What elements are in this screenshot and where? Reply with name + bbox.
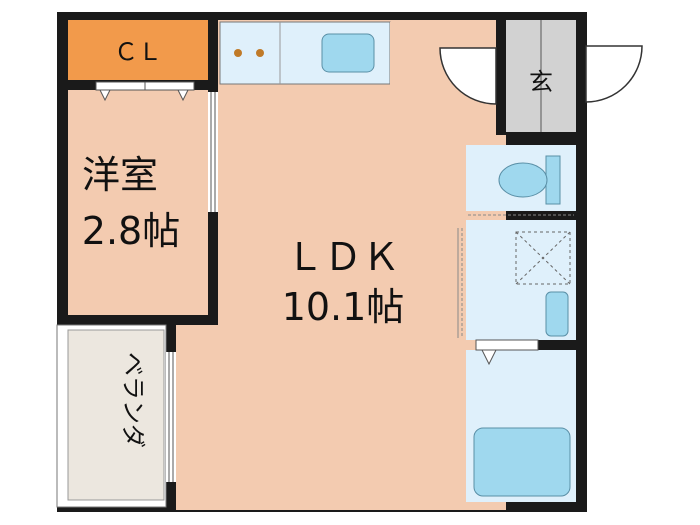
kitchen-counter — [219, 21, 391, 85]
ldk-name: ＬＤＫ — [286, 235, 400, 279]
western-room — [68, 90, 208, 315]
balcony-label: ベランダ — [119, 352, 147, 448]
entrance — [506, 20, 576, 132]
washer-space-icon — [515, 231, 571, 285]
wash-basin-icon — [545, 291, 569, 337]
entrance-door-swing — [439, 45, 643, 105]
washroom-door — [457, 228, 463, 338]
stove-burner-icon — [234, 49, 242, 57]
western-room-size: 2.8帖 — [82, 209, 180, 253]
western-room-name: 洋室 — [82, 153, 158, 197]
bathroom — [466, 339, 576, 502]
closet-label: ＣＬ — [114, 38, 162, 66]
washroom — [466, 220, 576, 340]
bath-door-icon — [481, 349, 497, 366]
toilet-bowl-icon — [498, 162, 548, 198]
western-room-window — [208, 92, 218, 212]
ldk-size: 10.1帖 — [282, 285, 405, 329]
bathtub-icon — [473, 427, 571, 497]
toilet-room — [466, 145, 576, 211]
closet-doors — [95, 81, 195, 102]
balcony — [56, 324, 167, 508]
entrance-label: 玄 — [529, 68, 553, 96]
toilet-tank-icon — [545, 155, 561, 205]
closet — [68, 20, 208, 80]
sink-icon — [321, 33, 375, 73]
balcony-window — [166, 352, 176, 482]
stove-burner-icon — [256, 49, 264, 57]
